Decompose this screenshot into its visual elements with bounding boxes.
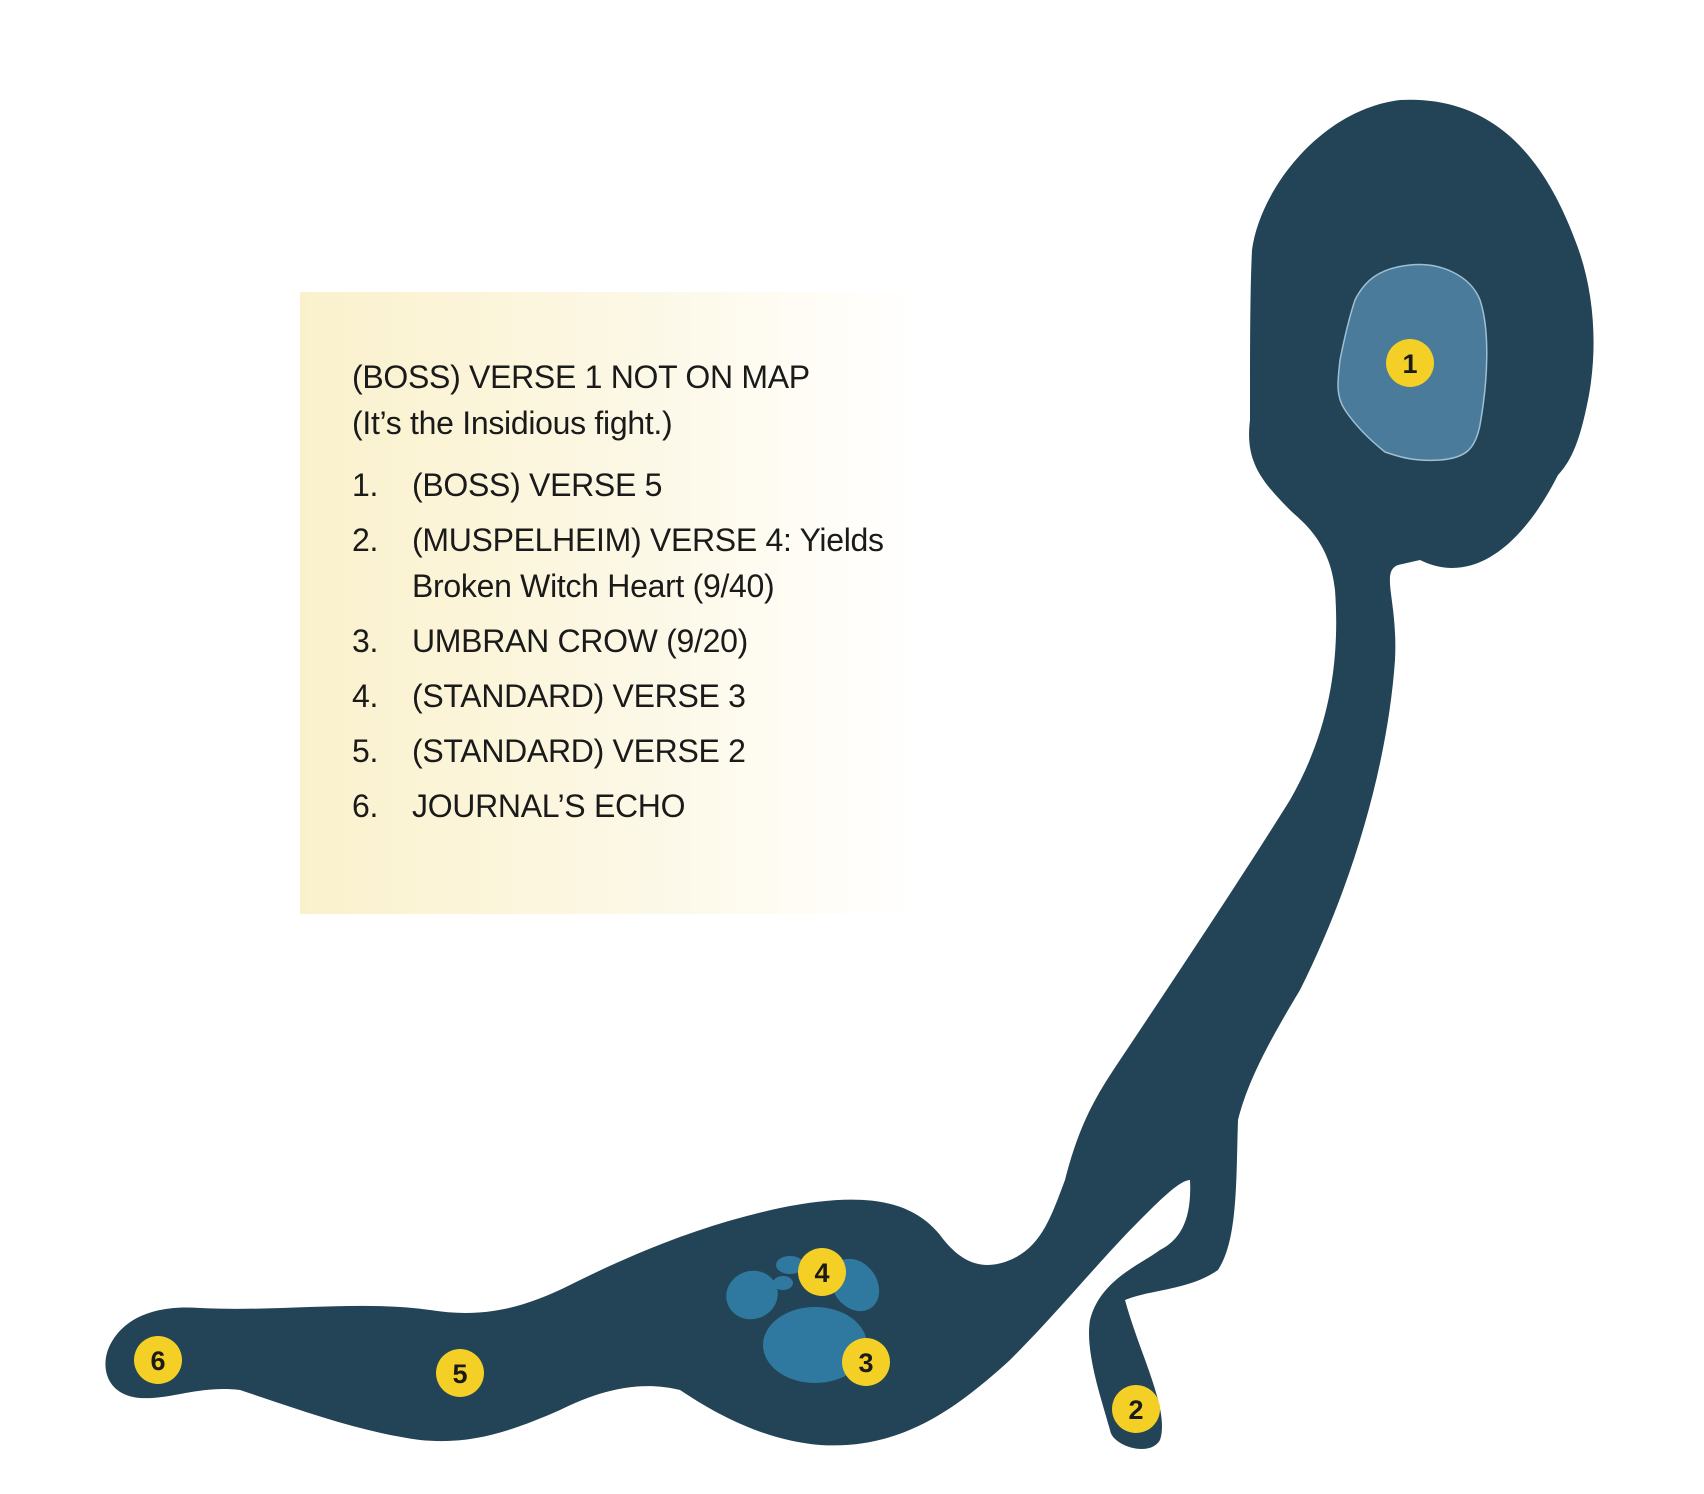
legend-note-line1: (BOSS) VERSE 1 NOT ON MAP [352,359,810,395]
legend-item-4: 4. (STANDARD) VERSE 3 [352,673,932,719]
marker-2-label: 2 [1128,1395,1143,1425]
legend-item-text: (BOSS) VERSE 5 [412,467,663,503]
legend-item-number: 5. [352,733,379,769]
pool-left [726,1270,778,1320]
legend-item-3: 3. UMBRAN CROW (9/20) [352,618,932,664]
marker-5[interactable]: 5 [436,1349,484,1397]
marker-2[interactable]: 2 [1112,1385,1160,1433]
legend-item-6: 6. JOURNAL’S ECHO [352,783,932,829]
legend-item-2: 2. (MUSPELHEIM) VERSE 4: Yields Broken W… [352,517,932,609]
marker-6[interactable]: 6 [134,1336,182,1384]
legend-list: 1. (BOSS) VERSE 5 2. (MUSPELHEIM) VERSE … [352,462,932,838]
marker-1-label: 1 [1402,349,1417,379]
legend-item-text: (STANDARD) VERSE 3 [412,678,746,714]
legend-item-number: 6. [352,788,379,824]
pool-large [763,1307,867,1383]
legend-item-5: 5. (STANDARD) VERSE 2 [352,728,932,774]
marker-1-circle [1386,339,1434,387]
legend-note-line2: (It’s the Insidious fight.) [352,405,673,441]
marker-4-label: 4 [814,1258,829,1288]
legend-item-number: 3. [352,623,379,659]
marker-6-label: 6 [150,1346,165,1376]
marker-2-circle [1112,1385,1160,1433]
marker-3-label: 3 [858,1348,873,1378]
legend-item-text: (STANDARD) VERSE 2 [412,733,746,769]
marker-3-circle [842,1338,890,1386]
legend-item-1: 1. (BOSS) VERSE 5 [352,462,932,508]
marker-1[interactable]: 1 [1386,339,1434,387]
legend-item-text: (MUSPELHEIM) VERSE 4: Yields Broken Witc… [412,522,884,604]
pool-small-b [773,1276,793,1290]
pool-small-a [776,1256,804,1274]
legend-item-number: 2. [352,522,379,558]
marker-6-circle [134,1336,182,1384]
legend-item-text: JOURNAL’S ECHO [412,788,686,824]
cave-path [105,99,1594,1449]
legend-item-number: 4. [352,678,379,714]
legend-panel: (BOSS) VERSE 1 NOT ON MAP (It’s the Insi… [300,292,920,914]
marker-5-circle [436,1349,484,1397]
marker-5-label: 5 [452,1359,467,1389]
legend-note: (BOSS) VERSE 1 NOT ON MAP (It’s the Insi… [352,354,810,446]
legend-item-number: 1. [352,467,379,503]
legend-item-text: UMBRAN CROW (9/20) [412,623,748,659]
marker-4-circle [798,1248,846,1296]
marker-3[interactable]: 3 [842,1338,890,1386]
marker-4[interactable]: 4 [798,1248,846,1296]
